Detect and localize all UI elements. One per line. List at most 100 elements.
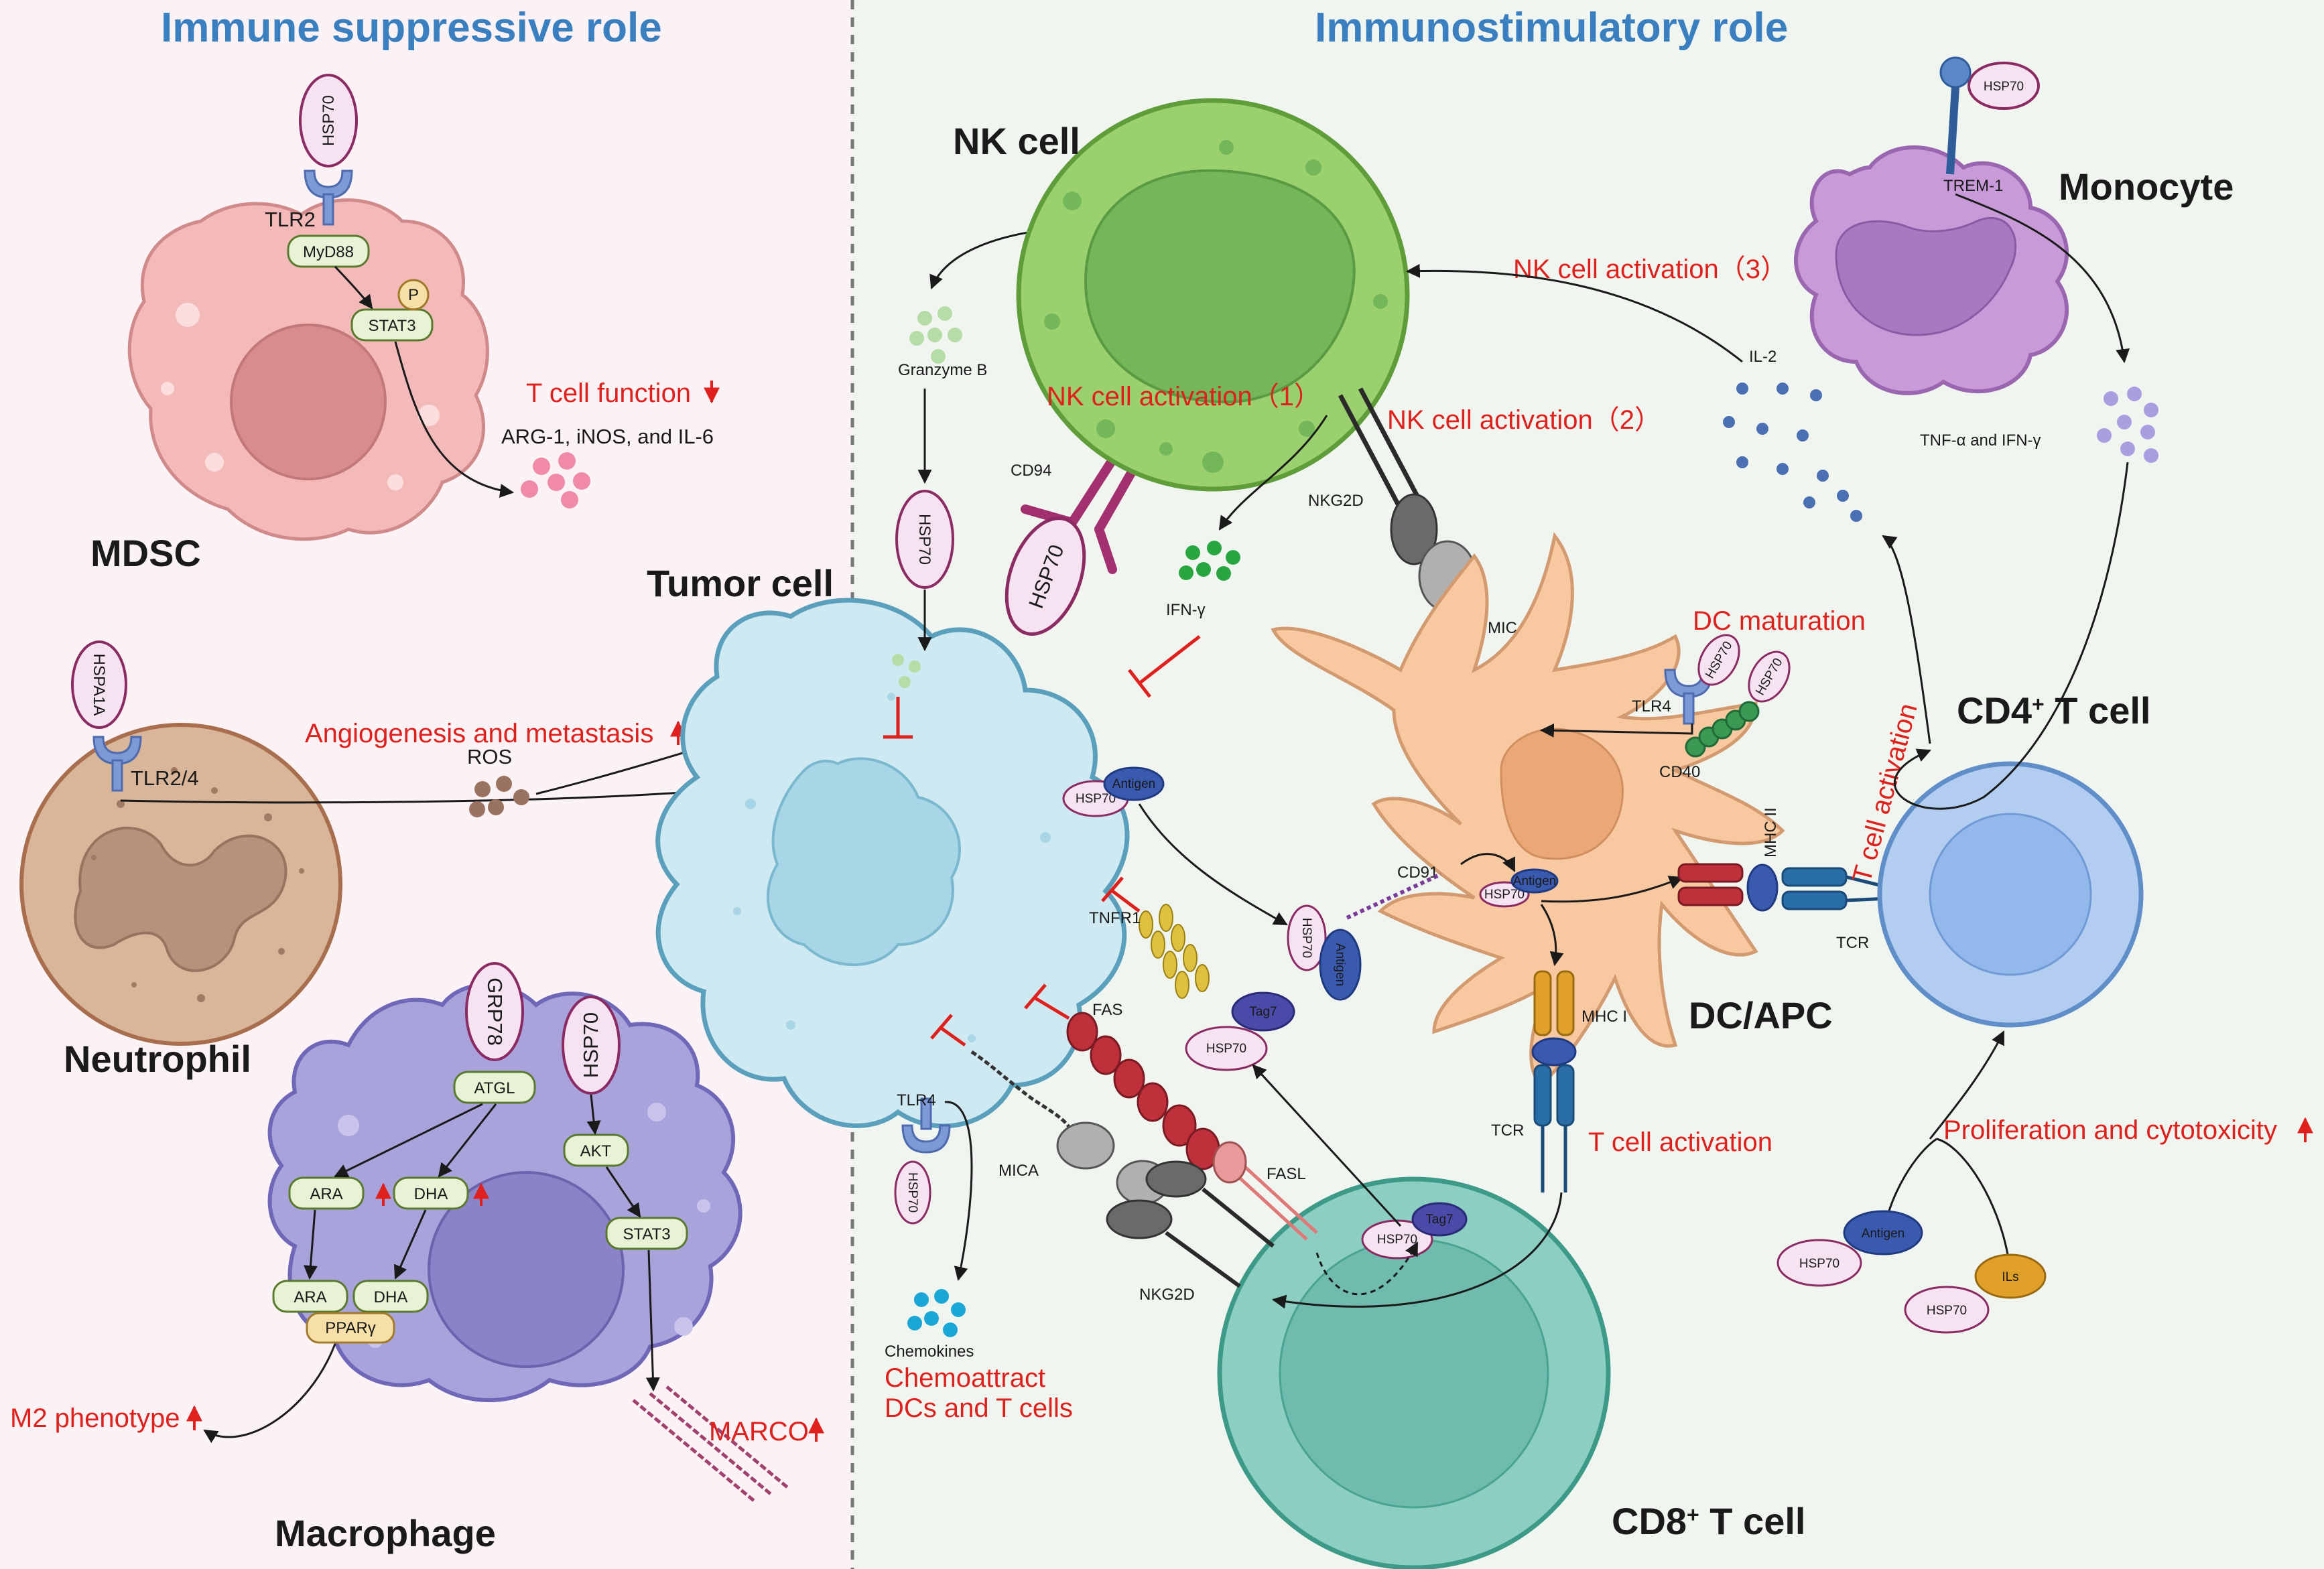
hsp70-antigen-cd91: HSP70 Antigen (1287, 904, 1362, 1001)
inhibit-mica (930, 1014, 966, 1047)
trem1-receptor (1939, 56, 1972, 175)
ros-dots (469, 776, 529, 817)
marco-receptor (632, 1385, 789, 1502)
svg-text:ARA: ARA (310, 1185, 342, 1203)
fas-receptor (1066, 1012, 1220, 1170)
neutrophil-label: Neutrophil (64, 1038, 251, 1080)
fasl-ligand (1212, 1141, 1318, 1241)
svg-text:Tag7: Tag7 (1425, 1213, 1453, 1227)
tlr24-receptor (92, 736, 142, 792)
dc-maturation-effect: DC maturation (1693, 606, 1866, 636)
dha-box-2: DHA (352, 1280, 429, 1313)
nkg2d-top (1338, 387, 1438, 565)
mdsc-label: MDSC (90, 532, 201, 574)
dc-label: DC/APC (1689, 994, 1833, 1036)
tumor-hsp70-top: HSP70 (895, 490, 954, 589)
inhibit-tnfr1 (1101, 876, 1141, 912)
svg-text:HSP70: HSP70 (579, 1012, 602, 1078)
svg-text:MyD88: MyD88 (303, 243, 354, 261)
svg-text:Antigen: Antigen (1513, 874, 1556, 888)
tumor-cell (655, 598, 1130, 1129)
heading-right: Immunostimulatory role (1315, 5, 1788, 51)
tnfr1-receptor (1139, 904, 1210, 999)
svg-text:HSP70: HSP70 (1377, 1233, 1417, 1247)
svg-text:HSP70: HSP70 (905, 1172, 919, 1213)
tcr-cd8-label: TCR (1491, 1121, 1524, 1140)
svg-text:HSP70: HSP70 (915, 514, 933, 565)
cd40-receptor (1685, 701, 1760, 758)
ils-hsp70-pair: HSP70 ILs (1904, 1253, 2047, 1334)
cd4-cell (1877, 761, 2144, 1028)
arrow-stat3-arg (394, 341, 515, 498)
ara-box-1: ARA (288, 1176, 365, 1210)
nk2-effect: NK cell activation（2） (1387, 405, 1661, 435)
mica-bottom-label: MICA (998, 1162, 1039, 1180)
akt-box: AKT (563, 1134, 629, 1167)
il2-label: IL-2 (1749, 348, 1777, 366)
nk3-effect: NK cell activation（3） (1513, 255, 1787, 284)
tumor-hsp70-tlr4: HSP70 (894, 1160, 931, 1225)
mhc2-complex (1677, 863, 1904, 912)
cd94-label: CD94 (1011, 462, 1051, 480)
tcell-function-effect: T cell function (526, 379, 691, 408)
nk-cell (1016, 98, 1410, 492)
il2-dots (1723, 383, 1862, 522)
cd4-label: CD4+ T cell (1957, 689, 2150, 732)
granzyme-dots-inner (892, 654, 921, 688)
svg-text:HSP70: HSP70 (1299, 918, 1313, 958)
heading-left: Immune suppressive role (161, 5, 662, 51)
svg-text:HSP70: HSP70 (320, 95, 338, 146)
svg-text:HSPA1A: HSPA1A (90, 654, 108, 716)
dc-hsp70-b: HSP70 (1748, 651, 1791, 703)
tcr-cd4-label: TCR (1836, 934, 1869, 952)
tact-effect: T cell activation (1588, 1128, 1772, 1157)
dha-box-1: DHA (393, 1176, 469, 1210)
nkg2d-bottom (1106, 1160, 1275, 1288)
macrophage-label: Macrophage (275, 1512, 496, 1554)
svg-text:PPARγ: PPARγ (325, 1319, 376, 1337)
svg-text:HSP70: HSP70 (1484, 888, 1525, 902)
svg-text:AKT: AKT (580, 1142, 612, 1160)
mdsc-hsp70: HSP70 (299, 74, 358, 167)
ifng-label: IFN-γ (1166, 601, 1206, 619)
inhibit-tumor-inner (883, 697, 913, 739)
chemo-effect-2: DCs and T cells (885, 1393, 1073, 1423)
hsp70-antigen-free: HSP70 Antigen (1062, 766, 1165, 817)
granzyme-dots (909, 306, 962, 364)
svg-text:DHA: DHA (374, 1288, 408, 1306)
tumor-hsp70-cd94: HSP70 (1005, 517, 1086, 636)
fasl-label: FASL (1267, 1165, 1306, 1183)
nk-label: NK cell (953, 120, 1080, 162)
cd8-label: CD8+ T cell (1612, 1500, 1805, 1542)
svg-text:HSP70: HSP70 (1927, 1304, 1967, 1318)
tnfr1-label: TNFR1 (1089, 909, 1141, 927)
ros-label: ROS (467, 745, 512, 768)
fas-label: FAS (1092, 1001, 1122, 1019)
hsp70-antigen-inner: HSP70 Antigen (1479, 868, 1559, 908)
tumor-tlr4 (901, 1097, 951, 1154)
chemokine-dots (907, 1289, 966, 1337)
monocyte-hsp70: HSP70 (1967, 62, 2040, 110)
arg-inos-label: ARG-1, iNOS, and IL-6 (501, 425, 714, 448)
svg-text:ARA: ARA (294, 1288, 326, 1306)
chemo-effect-1: Chemoattract (885, 1363, 1045, 1393)
dc-tlr4-label: TLR4 (1632, 697, 1671, 715)
m2-effect: M2 phenotype (10, 1404, 180, 1433)
svg-text:P: P (408, 286, 419, 304)
inhibit-fas (1024, 983, 1070, 1020)
tlr2-label: TLR2 (265, 208, 316, 231)
monocyte-label: Monocyte (2059, 165, 2234, 208)
tag7-hsp70-tnfr: HSP70 Tag7 (1185, 992, 1295, 1071)
trem1-label: TREM-1 (1943, 177, 2003, 195)
dc-cell (1271, 532, 1785, 1088)
tumor-label: Tumor cell (647, 562, 834, 604)
tnf-label: TNF-α and IFN-γ (1920, 431, 2041, 450)
ara-box-2: ARA (272, 1280, 348, 1313)
nk1-effect: NK cell activation（1） (1047, 382, 1321, 411)
mdsc-cell (127, 198, 489, 541)
svg-text:HSP70: HSP70 (1984, 80, 2024, 94)
cd91-receptor (1346, 872, 1442, 920)
arrow-myd88-stat3 (334, 265, 373, 310)
